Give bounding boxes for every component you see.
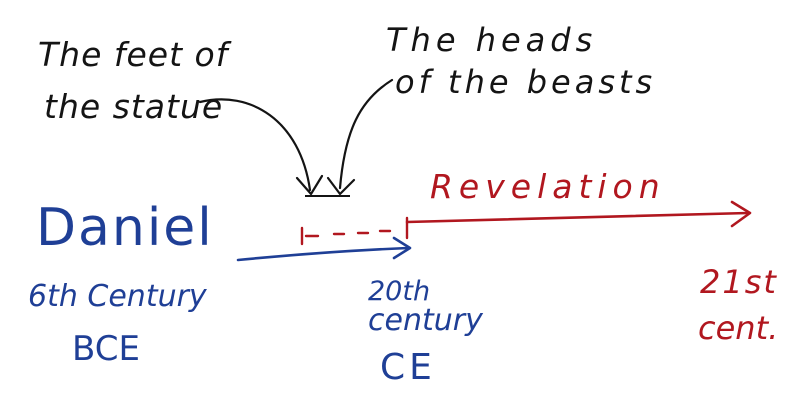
century-20-era: CE: [380, 347, 436, 388]
revelation-arrowhead: [730, 200, 752, 228]
daniel-title: Daniel: [36, 198, 214, 258]
revelation-label: Revelation: [430, 167, 666, 206]
daniel-arrow: [236, 246, 410, 262]
century-20-word: century: [368, 303, 483, 338]
feet-annotation-line1: The feet of: [38, 35, 229, 74]
heads-pointer-arrow: [338, 78, 394, 190]
daniel-era-label: BCE: [72, 329, 140, 369]
revelation-arrow: [405, 211, 750, 224]
daniel-century-label: 6th Century: [28, 279, 207, 314]
feet-pointer-arrow: [198, 98, 312, 192]
heads-annotation-line2: of the beasts: [395, 63, 657, 101]
century-21-number: 21st: [700, 263, 778, 301]
heads-pointer-arrowhead: [326, 176, 356, 196]
century-20-number: 20th: [368, 276, 431, 307]
heads-annotation-line1: The heads: [386, 21, 598, 59]
feet-pointer-arrowhead: [295, 174, 324, 196]
century-21-word: cent.: [698, 309, 779, 347]
feet-annotation-line2: the statue: [44, 87, 224, 126]
daniel-arrowhead: [392, 236, 412, 260]
